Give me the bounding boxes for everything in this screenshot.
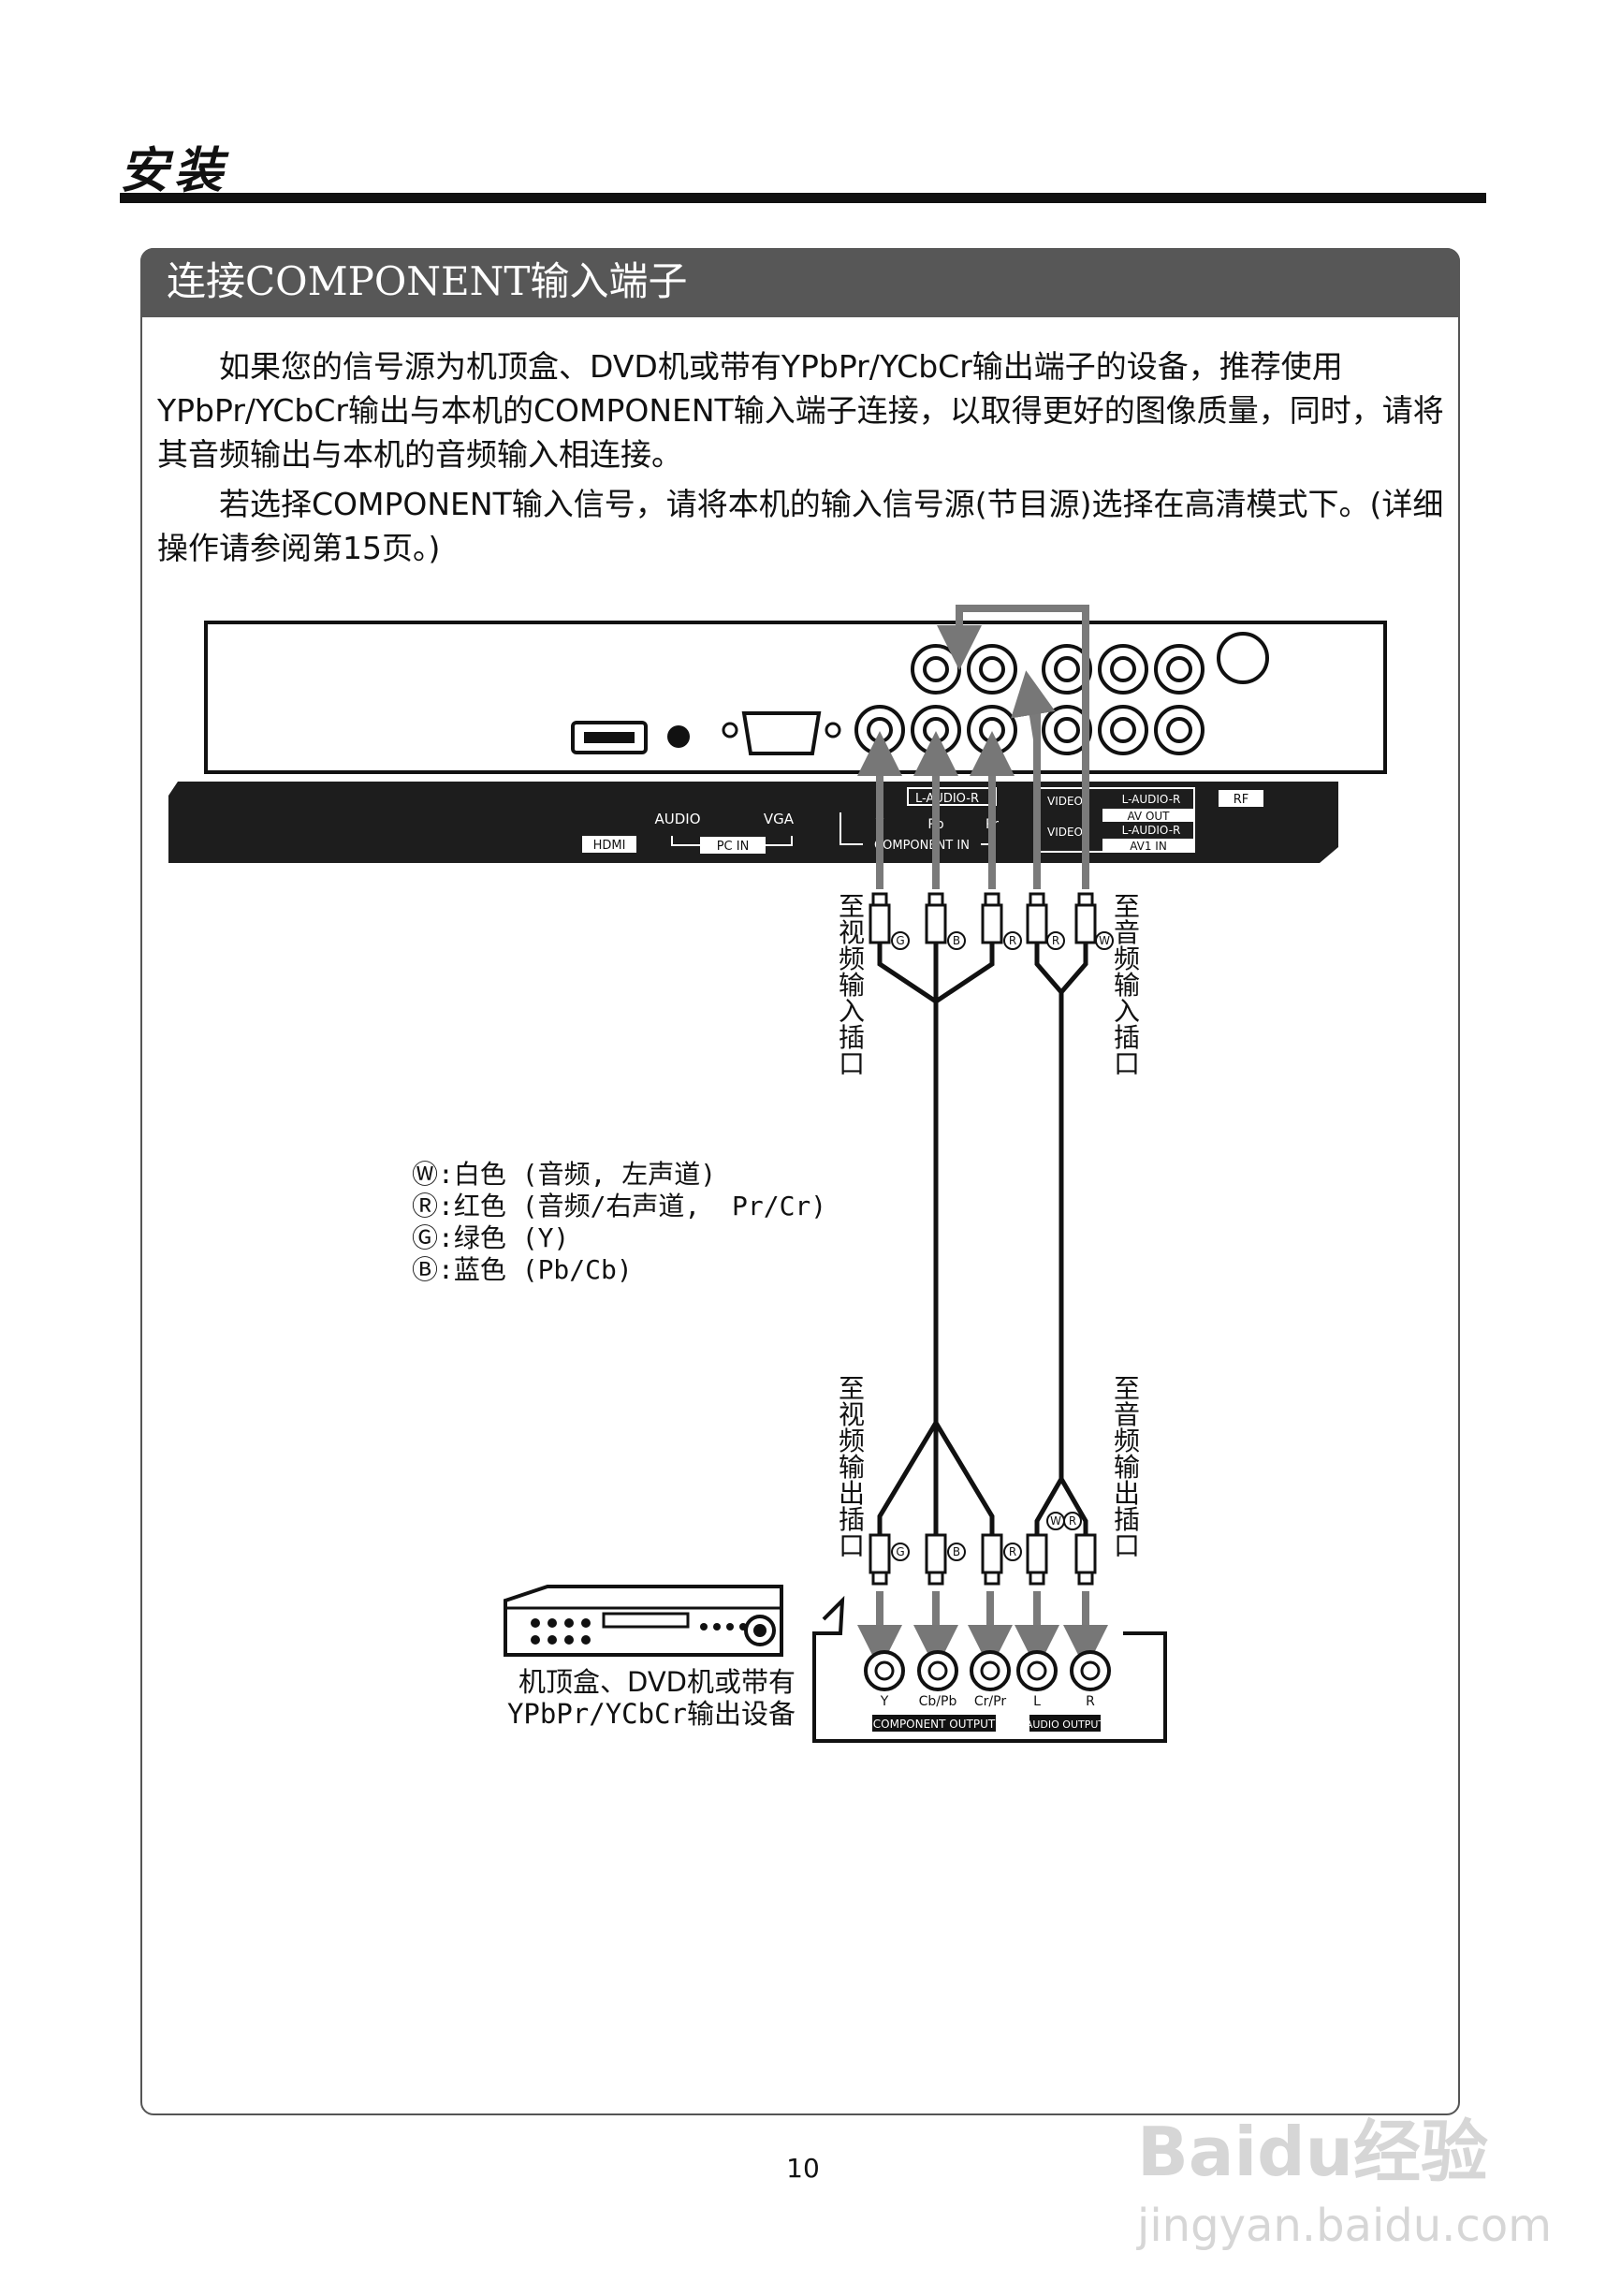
av1-in-label: AV1 IN — [1130, 840, 1167, 853]
av1-in-audio-label: L-AUDIO-R — [1122, 824, 1181, 837]
to-video-output-label: 至视频输出插口 — [838, 1373, 865, 1561]
rf-label: RF — [1234, 793, 1249, 807]
device-caption: 机顶盒、DVD机或带有 YPbPr/YCbCr输出设备 — [506, 1666, 796, 1730]
av1-in-video-label: VIDEO — [1047, 826, 1083, 839]
av-out-audio-label: L-AUDIO-R — [1122, 793, 1181, 806]
device-output-panel: Y Cb/Pb Cr/Pr L R COMPONENT OUTPUT AUDIO… — [812, 1595, 1167, 1743]
component-in-label: COMPONENT IN — [874, 839, 970, 853]
plug-mark-red-bottom: R — [1009, 1545, 1016, 1558]
input-arrows — [857, 605, 1089, 889]
plug-mark-blue-bottom: B — [953, 1545, 960, 1558]
pc-audio-jack — [667, 725, 690, 748]
av-out-video-label: VIDEO — [1047, 795, 1083, 808]
legend-blue: Ⓑ:蓝色 (Pb/Cb) — [412, 1254, 633, 1285]
plug-mark-green-bottom: G — [896, 1545, 904, 1558]
output-arrows — [857, 1591, 1108, 1670]
section-title: 连接COMPONENT输入端子 — [167, 258, 688, 304]
vga-label: VGA — [764, 811, 795, 827]
page-title: 安装 — [120, 142, 229, 199]
pc-audio-label: AUDIO — [654, 811, 700, 827]
component-output-label: COMPONENT OUTPUT — [873, 1718, 996, 1731]
device-y-label: Y — [880, 1694, 889, 1709]
section-header-bar — [140, 248, 1460, 317]
plug-mark-red-audio-top: R — [1052, 934, 1059, 947]
plug-mark-red-top: R — [1009, 934, 1016, 947]
color-legend: Ⓦ:白色 (音频, 左声道) Ⓡ:红色 (音频/右声道, Pr/Cr) Ⓖ:绿色… — [412, 1159, 826, 1286]
mode-paragraph: 若选择COMPONENT输入信号，请将本机的输入信号源(节目源)选择在高清模式下… — [157, 486, 1444, 566]
pc-in-label: PC IN — [717, 840, 750, 854]
page-number: 10 — [786, 2153, 820, 2184]
audio-cable — [1034, 943, 1088, 1535]
plug-mark-white-top: W — [1099, 934, 1110, 947]
device-r-label: R — [1086, 1694, 1095, 1709]
title-rule — [120, 193, 1486, 203]
upper-plugs: G B R R W — [869, 892, 1114, 950]
device-cr-pr-label: Cr/Pr — [974, 1694, 1006, 1709]
tv-label-strip: HDMI AUDIO VGA PC IN L-AUDIO-R Y Pb Pr C… — [168, 782, 1338, 863]
baidu-watermark: Baidu经验 jingyan.baidu.com — [1137, 2097, 1577, 2279]
device-l-label: L — [1033, 1694, 1041, 1709]
component-cable — [877, 943, 995, 1535]
rca-jacks-top-row — [911, 632, 1269, 695]
watermark-url: jingyan.baidu.com — [1137, 2200, 1552, 2252]
legend-white: Ⓦ:白色 (音频, 左声道) — [412, 1159, 717, 1190]
to-audio-output-label: 至音频输出插口 — [1113, 1373, 1140, 1561]
device-cb-pb-label: Cb/Pb — [919, 1694, 957, 1709]
tv-back-panel — [204, 621, 1387, 774]
component-audio-label: L-AUDIO-R — [915, 792, 979, 806]
legend-green: Ⓖ:绿色 (Y) — [412, 1222, 570, 1253]
dvd-player-icon — [504, 1585, 783, 1657]
to-video-input-label: 至视频输入插口 — [838, 891, 865, 1079]
plug-mark-red-audio-bottom: R — [1069, 1514, 1076, 1528]
watermark-brand: Baidu经验 — [1137, 2113, 1488, 2191]
plug-mark-green-top: G — [896, 934, 904, 947]
hdmi-label-box — [582, 836, 636, 853]
hdmi-port — [571, 721, 648, 754]
plug-mark-white-bottom: W — [1050, 1514, 1061, 1528]
hdmi-label: HDMI — [593, 839, 626, 853]
vga-port — [722, 711, 841, 755]
legend-red: Ⓡ:红色 (音频/右声道, Pr/Cr) — [412, 1191, 827, 1221]
lower-plugs: G B R W R — [869, 1512, 1097, 1586]
to-audio-input-label: 至音频输入插口 — [1113, 891, 1140, 1079]
av-out-label: AV OUT — [1127, 810, 1170, 823]
plug-mark-blue-top: B — [953, 934, 960, 947]
intro-paragraph: 如果您的信号源为机顶盒、DVD机或带有YPbPr/YCbCr输出端子的设备，推荐… — [157, 348, 1444, 473]
audio-output-label: AUDIO OUTPUT — [1026, 1718, 1105, 1731]
